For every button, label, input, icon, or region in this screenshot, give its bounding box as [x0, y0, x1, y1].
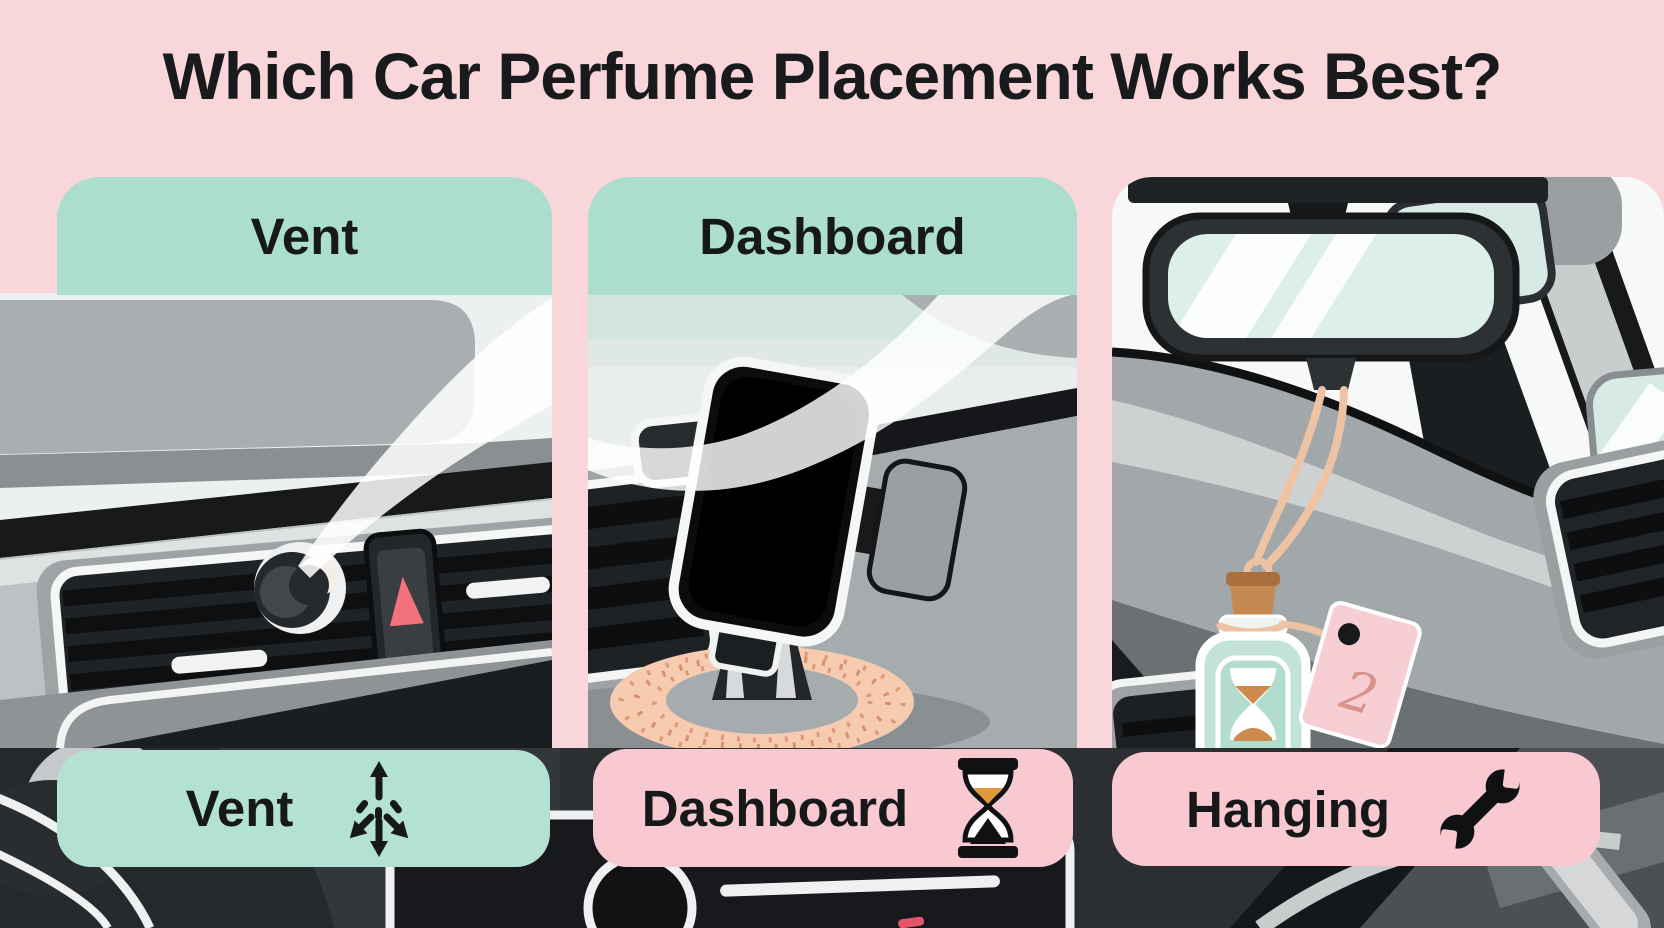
hourglass-sand-top [1235, 686, 1271, 704]
hazard-triangle [389, 576, 424, 627]
hanging-perfume-bottle: 2 [1195, 572, 1422, 752]
cork [1230, 586, 1276, 616]
side-air-vent [588, 459, 732, 703]
gift-tag: 2 [1298, 601, 1422, 749]
panel-dashboard-scene [588, 293, 1077, 752]
hourglass-sand-bottom [1234, 728, 1272, 741]
page-title: Which Car Perfume Placement Works Best? [162, 39, 1503, 113]
panel-header-vent-label: Vent [250, 207, 359, 265]
panel-header-vent: Vent [57, 177, 552, 295]
panel-vent-scene [0, 293, 552, 752]
hourglass-icon [958, 758, 1019, 858]
bottom-label-dashboard: Dashboard [593, 749, 1073, 867]
scent-mist [298, 298, 552, 578]
wrench-icon [1439, 765, 1521, 853]
spread-arrows-icon [350, 760, 409, 857]
scent-mist [588, 293, 1077, 491]
bottom-label-hanging: Hanging [1112, 752, 1600, 866]
bottom-label-dashboard-text: Dashboard [641, 779, 909, 837]
panel-header-dashboard-label: Dashboard [699, 207, 966, 265]
bottom-label-vent-text: Vent [185, 780, 294, 837]
panel-hanging-scene: 2 [1112, 177, 1664, 752]
right-air-vent [1533, 424, 1664, 659]
rearview-mirror [1142, 203, 1520, 390]
bottom-label-vent: Vent [57, 750, 550, 867]
panel-header-dashboard: Dashboard [588, 177, 1077, 295]
bottom-label-hanging-text: Hanging [1186, 780, 1390, 838]
